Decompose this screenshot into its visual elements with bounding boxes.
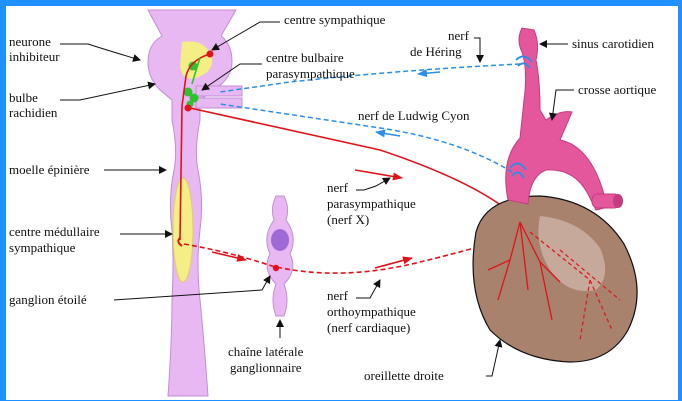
label-nerf-ortho-3: (nerf cardiaque) (327, 320, 410, 335)
label-bulbe-rachidien-2: rachidien (9, 105, 58, 120)
label-neurone-inhibiteur-1: neurone (9, 34, 51, 49)
sympathetic-center-node (207, 51, 214, 58)
label-crosse-aortique: crosse aortique (578, 82, 657, 97)
label-nerf-para-2: parasympathique (327, 196, 416, 211)
label-moelle-epiniere: moelle épinière (9, 162, 90, 177)
label-nerf-hering-1: nerf (448, 28, 470, 43)
bulbe-stub-lower (196, 98, 242, 108)
label-chaine-laterale-2: ganglionnaire (230, 360, 302, 375)
label-nerf-para-1: nerf (327, 180, 349, 195)
label-nerf-ortho-2: orthoympathique (327, 304, 416, 319)
label-centre-bulbaire-1: centre bulbaire (266, 50, 344, 65)
label-oreillette-droite: oreillette droite (364, 368, 444, 383)
label-centre-medullaire-1: centre médullaire (9, 224, 100, 239)
label-neurone-inhibiteur-2: inhibiteur (9, 49, 60, 64)
label-centre-medullaire-2: sympathique (9, 240, 76, 255)
bulbe-stub-upper (196, 86, 242, 96)
label-ganglion-etoile: ganglion étoilé (9, 292, 87, 307)
label-nerf-ortho-1: nerf (327, 288, 349, 303)
label-nerf-para-3: (nerf X) (327, 212, 369, 227)
label-centre-bulbaire-2: parasympathique (266, 66, 355, 81)
label-centre-sympathique: centre sympathique (284, 12, 386, 27)
medullary-sympathetic-center (173, 178, 193, 282)
stellate-ganglion-node (273, 265, 279, 271)
aortic-outlet-lumen (613, 194, 623, 208)
label-sinus-carotidien: sinus carotidien (572, 36, 654, 51)
ganglion-purple (271, 229, 289, 251)
label-bulbe-rachidien-1: bulbe (9, 90, 38, 105)
label-chaine-laterale-1: chaîne latérale (228, 344, 304, 359)
label-nerf-ludwig-cyon: nerf de Ludwig Cyon (358, 108, 470, 123)
label-nerf-hering-2: de Héring (410, 44, 462, 59)
